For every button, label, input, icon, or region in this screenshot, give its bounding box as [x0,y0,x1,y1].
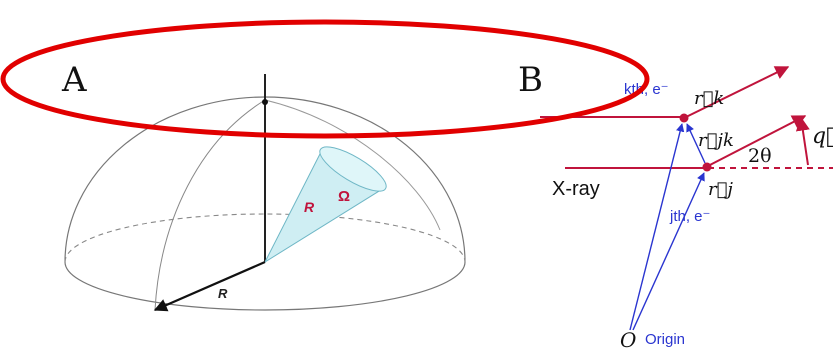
electron-j [702,162,712,172]
r-jk-vector [686,123,706,164]
cone-radius-label: R [304,199,315,215]
xray-label: X-ray [552,178,600,200]
jth-electron-label: jth, e⁻ [669,208,710,225]
base-ellipse-front [64,261,466,311]
scattered-beam-j [705,115,807,168]
pole-point [262,99,268,105]
meridian-left [154,99,266,311]
q-vector [795,116,810,166]
base-radius-label: R [218,286,228,301]
origin-label: Origin [645,331,685,348]
panel-b: kth, e⁻ r⃗k r⃗jk 2θ q⃗ X-ray r⃗j jth, e⁻… [540,66,833,352]
r-jk-label: r⃗jk [698,130,734,151]
base-radius-vector [153,260,266,312]
meridian-right [264,99,441,231]
r-j-vector [632,172,705,331]
r-k-label: r⃗k [694,88,724,109]
cone-cap [319,146,387,192]
q-label: q⃗ [812,124,833,149]
r-j-label: r⃗j [708,179,733,200]
solid-angle-label: Ω [338,188,350,205]
angle-label: 2θ [748,145,772,167]
panel-b-label: B [518,60,543,100]
highlight-ellipse [0,19,650,139]
electron-k [679,113,689,123]
panel-a-label: A [61,60,87,100]
r-k-vector [629,123,685,331]
origin-symbol: O [620,328,636,352]
scattered-beam-k [683,66,790,119]
panel-a: R Ω R [64,74,466,312]
